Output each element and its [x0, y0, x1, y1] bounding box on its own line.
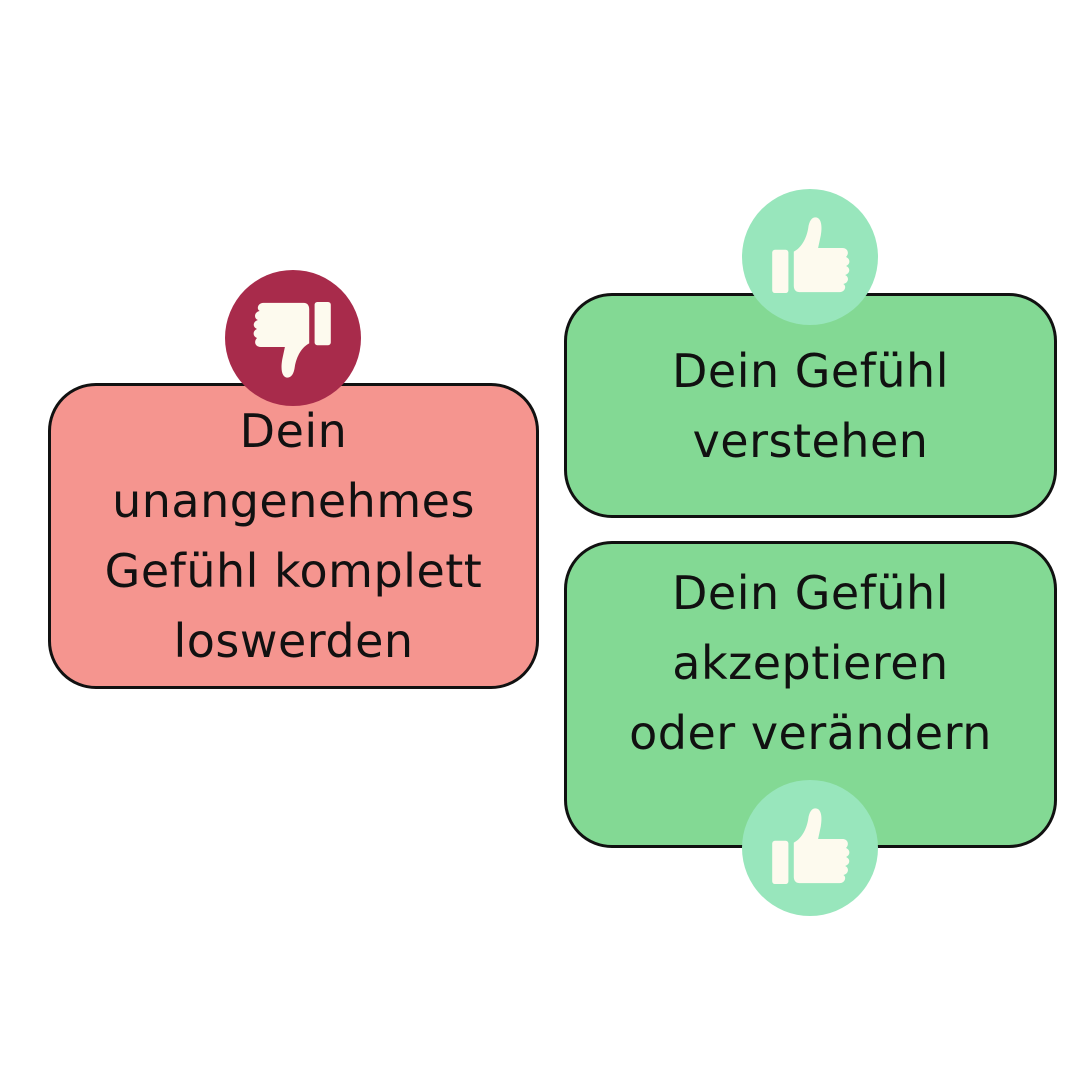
- card-text-line: verstehen: [692, 413, 929, 468]
- card-loswerden: Dein unangenehmes Gefühl komplett loswer…: [48, 383, 539, 689]
- thumbs-up-icon: [772, 217, 850, 293]
- thumbs-up-badge: [742, 189, 878, 325]
- thumbs-down-icon: [253, 302, 331, 378]
- card-text-line: oder verändern: [629, 706, 992, 760]
- thumbs-up-badge: [742, 780, 878, 916]
- card-text-line: Dein Gefühl: [671, 566, 949, 620]
- card-text-line: Dein: [239, 404, 348, 458]
- card-text-line: loswerden: [173, 614, 414, 668]
- card-text-line: unangenehmes: [112, 474, 475, 528]
- card-text-line: akzeptieren: [672, 636, 949, 690]
- thumbs-down-badge: [225, 270, 361, 406]
- card-verstehen: Dein Gefühl verstehen: [564, 293, 1057, 518]
- thumbs-up-icon: [772, 808, 850, 884]
- card-text-line: Dein Gefühl: [671, 343, 949, 398]
- card-text-line: Gefühl komplett: [104, 544, 483, 598]
